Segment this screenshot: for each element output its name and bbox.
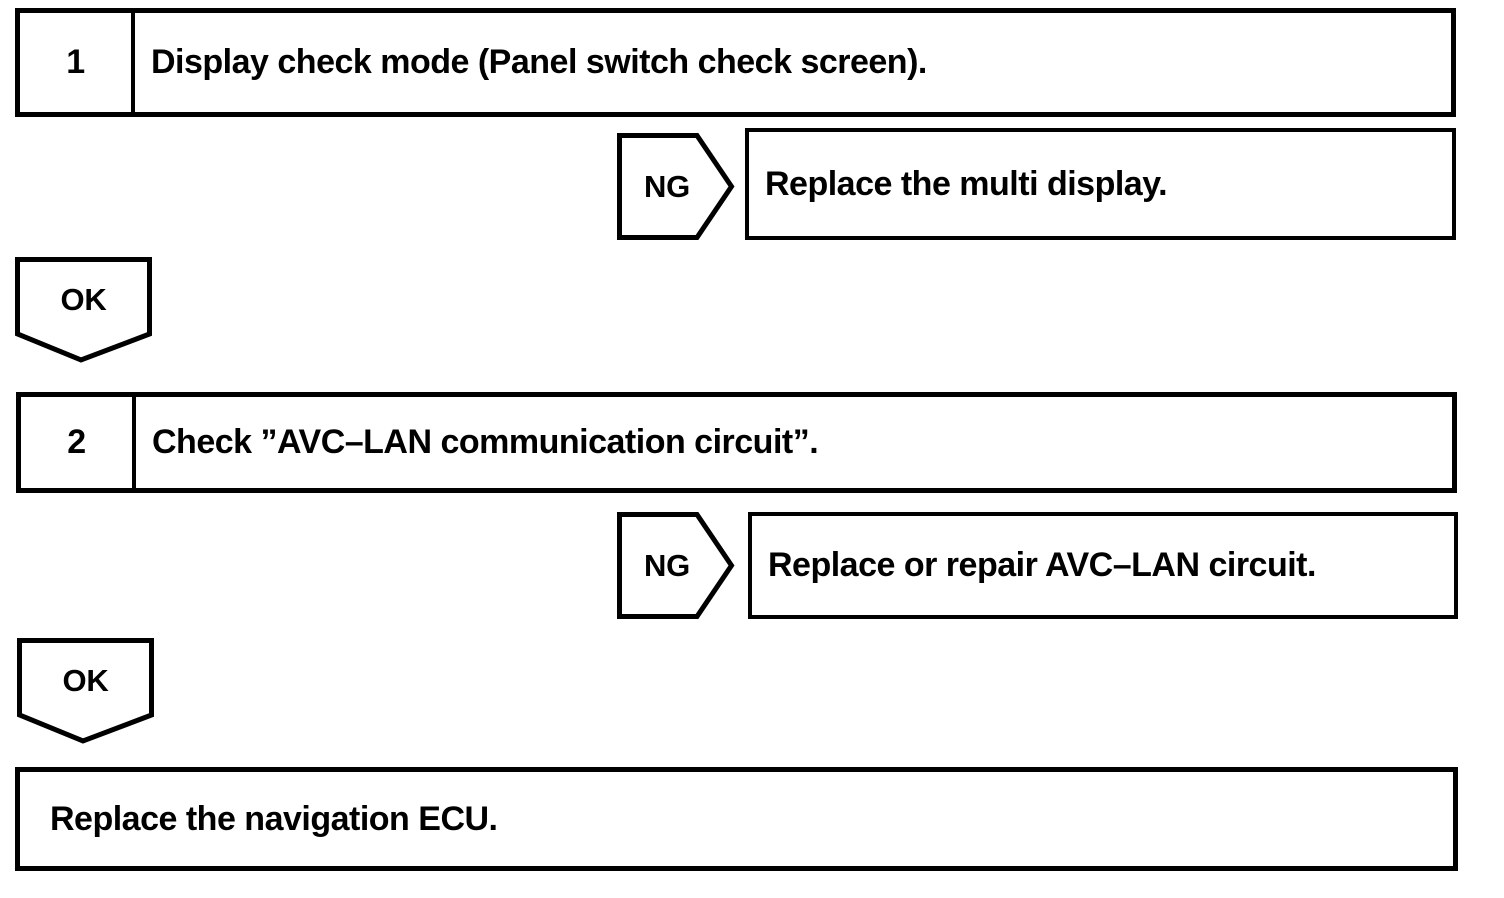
ok-label-1: OK [60, 282, 107, 317]
step-1-box: 1 Display check mode (Panel switch check… [15, 8, 1456, 117]
ok-pentagon-icon [17, 638, 154, 744]
terminal-action-text: Replace the navigation ECU. [50, 799, 498, 838]
ng-action-text-1: Replace the multi display. [765, 164, 1168, 203]
step-1-number: 1 [20, 13, 135, 112]
ok-arrow-2: OK [17, 638, 154, 744]
ng-action-box-1: Replace the multi display. [745, 128, 1456, 240]
ng-label-2: NG [644, 547, 690, 583]
ok-label-2: OK [62, 663, 109, 698]
ng-arrow-1: NG [617, 133, 735, 240]
step-2-box: 2 Check ”AVC–LAN communication circuit”. [16, 392, 1457, 493]
ng-action-box-2: Replace or repair AVC–LAN circuit. [748, 512, 1458, 619]
ng-action-text-2: Replace or repair AVC–LAN circuit. [768, 546, 1316, 584]
ng-label-1: NG [644, 168, 690, 204]
ng-arrow-2: NG [617, 512, 735, 619]
step-2-instruction: Check ”AVC–LAN communication circuit”. [152, 423, 819, 461]
ok-pentagon-icon [15, 257, 152, 363]
ok-arrow-1: OK [15, 257, 152, 363]
step-2-number: 2 [21, 397, 136, 488]
terminal-box: Replace the navigation ECU. [15, 767, 1458, 871]
ng-pentagon-icon [617, 512, 735, 619]
ng-pentagon-icon [617, 133, 735, 240]
step-1-instruction: Display check mode (Panel switch check s… [151, 43, 927, 81]
